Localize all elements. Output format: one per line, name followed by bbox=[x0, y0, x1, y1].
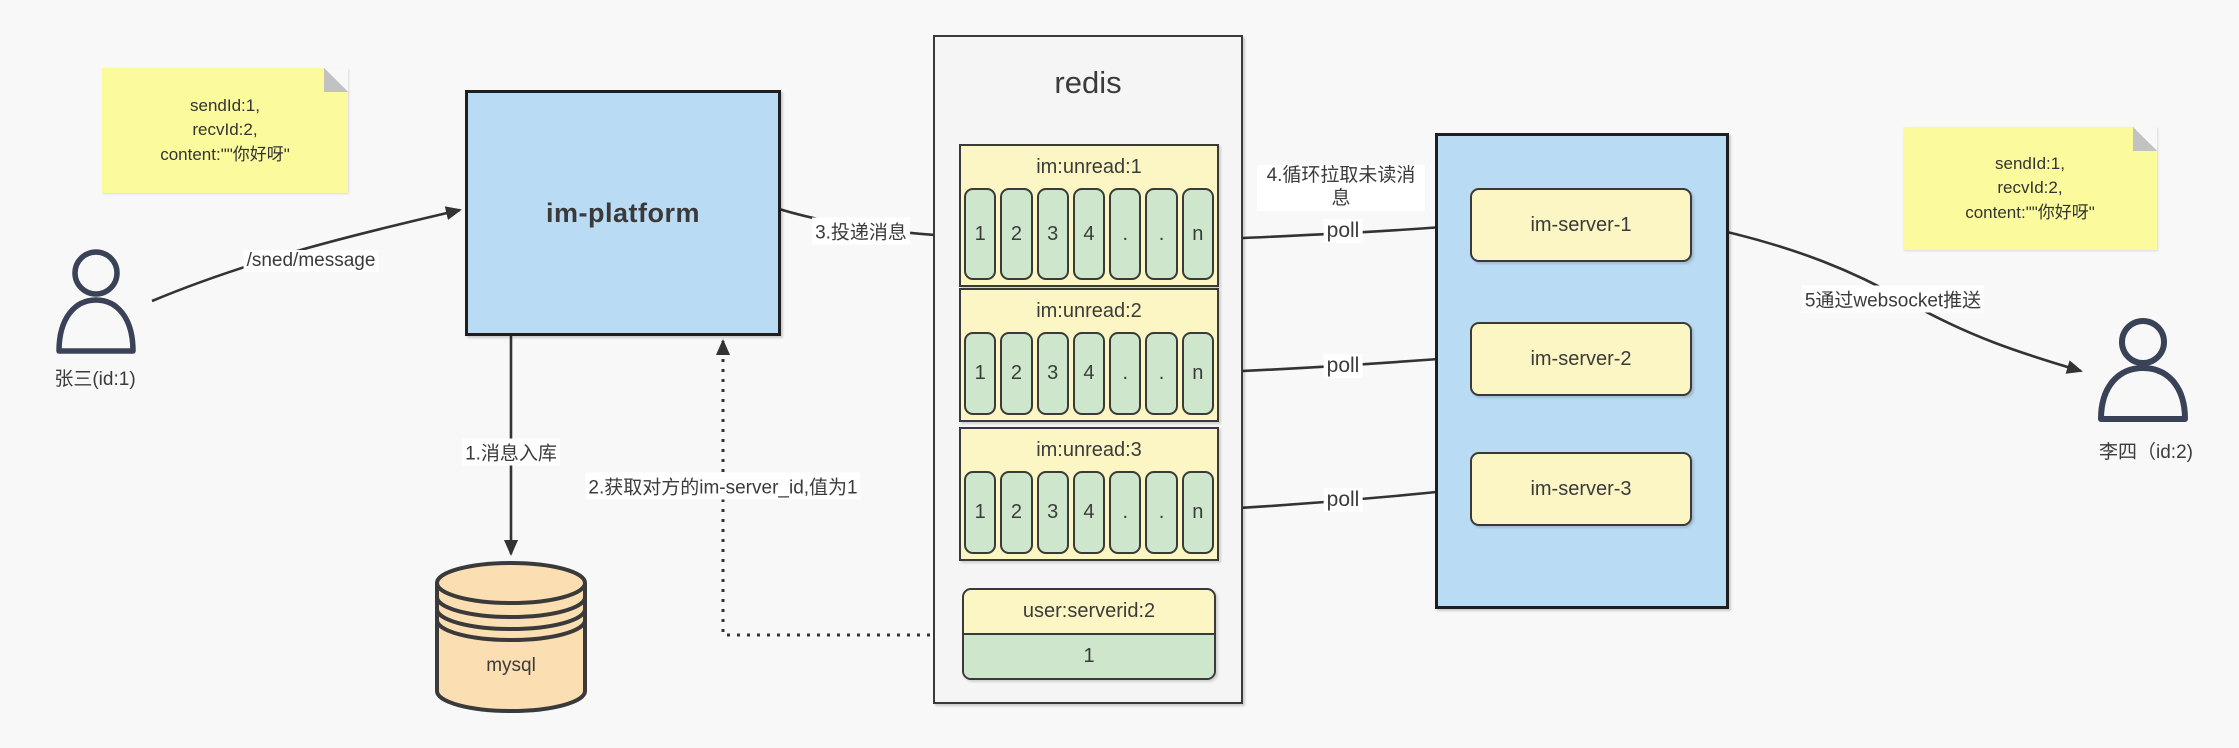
im-server-2-box: im-server-2 bbox=[1470, 322, 1692, 396]
queue-cell: 1 bbox=[964, 471, 997, 554]
kv-user-serverid: user:serverid:2 1 bbox=[962, 588, 1216, 680]
queue-cell: . bbox=[1145, 188, 1178, 280]
queue-cell: 2 bbox=[1000, 471, 1033, 554]
note-fold-icon bbox=[2133, 127, 2157, 151]
redis-title: redis bbox=[1054, 65, 1122, 100]
queue-cell: 3 bbox=[1036, 188, 1069, 280]
queue-cell: 3 bbox=[1036, 471, 1069, 554]
note-line: sendId:1, bbox=[190, 95, 260, 115]
queue-cell: 4 bbox=[1072, 471, 1106, 554]
edge-label-send: /sned/message bbox=[243, 250, 379, 272]
note-line: sendId:1, bbox=[1995, 153, 2065, 173]
im-platform-label: im-platform bbox=[546, 197, 700, 228]
edge-label-poll-3: poll bbox=[1323, 488, 1363, 512]
kv-header: user:serverid:2 bbox=[964, 590, 1214, 635]
edge-label-step3: 3.投递消息 bbox=[812, 217, 910, 245]
note-right: sendId:1, recvId:2, content:""你好呀" bbox=[1903, 127, 2157, 250]
user-right-icon bbox=[2098, 318, 2188, 422]
queue-header: im:unread:1 bbox=[1036, 155, 1142, 178]
queue-cell: 1 bbox=[964, 332, 997, 415]
queue-cell: 3 bbox=[1036, 332, 1069, 415]
queue-cell: 4 bbox=[1072, 332, 1106, 415]
edge-label-step2: 2.获取对方的im-server_id,值为1 bbox=[585, 472, 861, 500]
queue-cell: 2 bbox=[1000, 332, 1033, 415]
note-line: recvId:2, bbox=[192, 120, 258, 140]
note-left: sendId:1, recvId:2, content:""你好呀" bbox=[102, 68, 348, 193]
queue-cell: n bbox=[1181, 332, 1214, 415]
edge-label-step4: 4.循环拉取未读消息 bbox=[1257, 165, 1425, 211]
queue-im-unread-3: im:unread:3 1 2 3 4 . . n bbox=[959, 427, 1219, 561]
queue-header: im:unread:2 bbox=[1036, 299, 1142, 322]
edge-label-poll-2: poll bbox=[1323, 354, 1363, 378]
user-right-label: 李四（id:2) bbox=[2099, 442, 2193, 463]
queue-cell: . bbox=[1109, 332, 1142, 415]
queue-cell: . bbox=[1109, 188, 1142, 280]
queue-cells: 1 2 3 4 . . n bbox=[961, 188, 1217, 285]
queue-cell: . bbox=[1145, 471, 1178, 554]
edge-label-step5: 5通过websocket推送 bbox=[1801, 285, 1985, 313]
mysql-cylinder-icon bbox=[435, 561, 587, 713]
queue-im-unread-1: im:unread:1 1 2 3 4 . . n bbox=[959, 144, 1219, 287]
queue-cells: 1 2 3 4 . . n bbox=[961, 332, 1217, 420]
edge-label-poll-1: poll bbox=[1323, 219, 1363, 243]
queue-cell: n bbox=[1181, 471, 1214, 554]
queue-cell: 1 bbox=[964, 188, 997, 280]
note-fold-icon bbox=[324, 68, 348, 92]
user-left-label: 张三(id:1) bbox=[54, 369, 136, 390]
note-line: recvId:2, bbox=[1997, 178, 2063, 198]
queue-cell: . bbox=[1145, 332, 1178, 415]
queue-cell: . bbox=[1109, 471, 1142, 554]
queue-cell: n bbox=[1181, 188, 1214, 280]
queue-im-unread-2: im:unread:2 1 2 3 4 . . n bbox=[959, 288, 1219, 422]
queue-header: im:unread:3 bbox=[1036, 438, 1142, 461]
im-platform-box: im-platform bbox=[465, 90, 781, 336]
edge-label-step1: 1.消息入库 bbox=[462, 438, 560, 466]
im-server-1-box: im-server-1 bbox=[1470, 188, 1692, 262]
mysql-label: mysql bbox=[486, 655, 536, 676]
user-left-icon bbox=[56, 249, 136, 354]
queue-cells: 1 2 3 4 . . n bbox=[961, 471, 1217, 559]
queue-cell: 4 bbox=[1072, 188, 1106, 280]
im-server-3-box: im-server-3 bbox=[1470, 452, 1692, 526]
kv-value: 1 bbox=[964, 635, 1214, 678]
note-line: content:""你好呀" bbox=[160, 144, 290, 164]
note-line: content:""你好呀" bbox=[1965, 202, 2095, 222]
queue-cell: 2 bbox=[1000, 188, 1033, 280]
